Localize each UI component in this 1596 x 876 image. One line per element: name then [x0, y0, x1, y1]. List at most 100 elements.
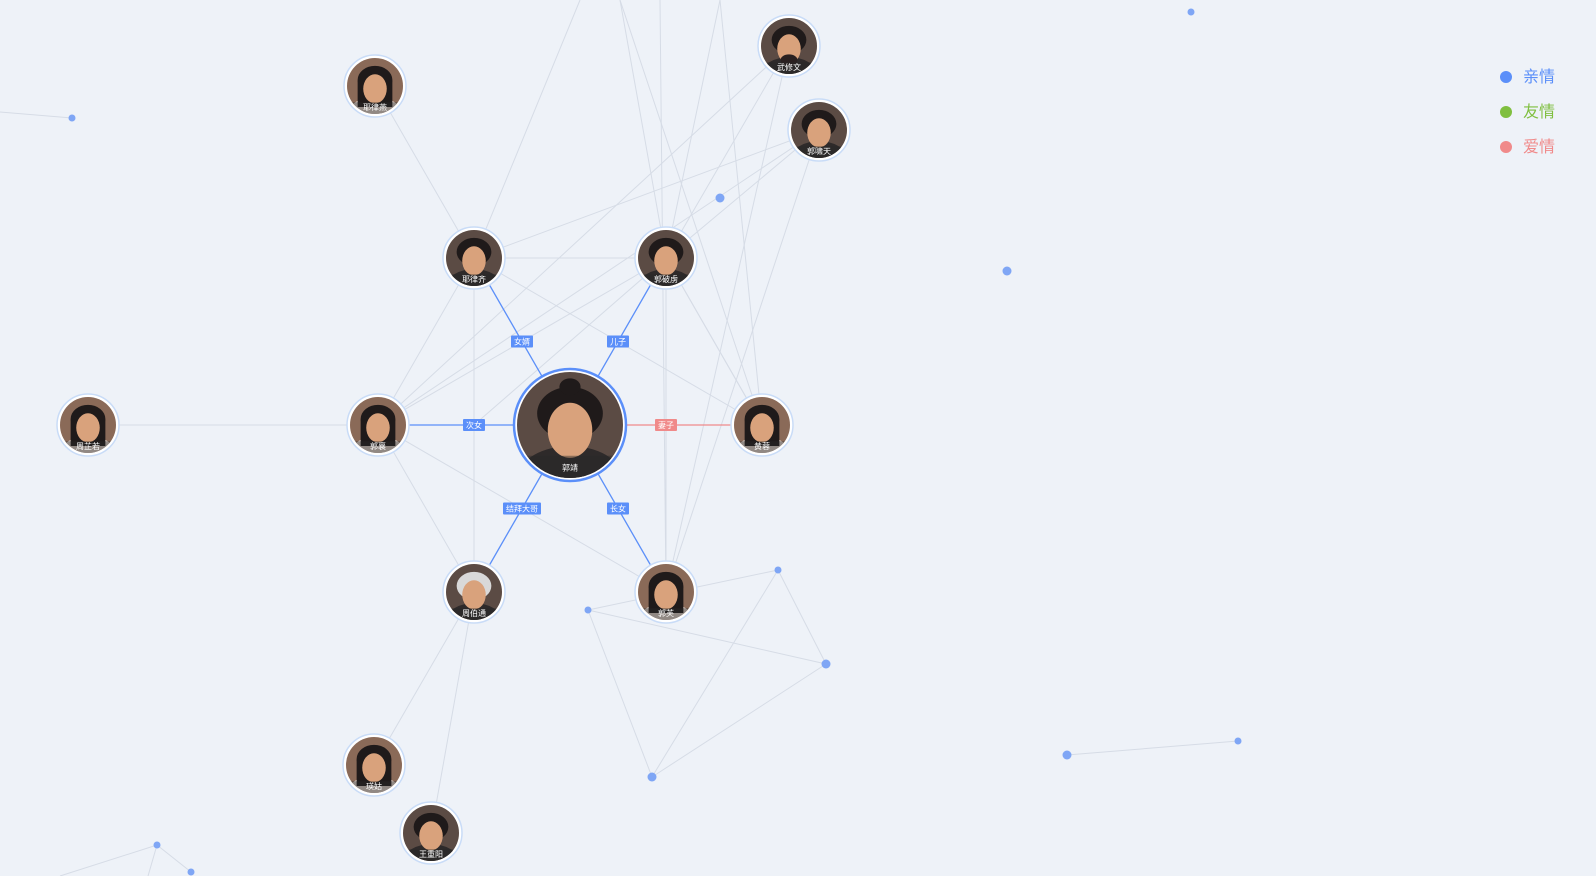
avatar-man-icon: [403, 805, 459, 861]
avatar-woman-icon: [60, 397, 116, 453]
background-edge-17: [665, 0, 721, 259]
legend-dot-kinship: [1500, 71, 1512, 83]
avatar-young-woman-icon: [350, 397, 406, 453]
relation-label-5: 长女: [607, 502, 629, 515]
background-edge-21: [665, 129, 820, 593]
person-node-wuxiuwen[interactable]: 武修文: [757, 14, 821, 88]
svg-text:女婿: 女婿: [514, 337, 530, 347]
person-name-guoxiaotian: 郭啸天: [807, 146, 831, 156]
minor-node-3[interactable]: [1002, 266, 1012, 276]
person-name-guoxiang2: 郭襄: [370, 441, 386, 451]
background-edge-14: [377, 45, 790, 426]
person-node-zhoubotong[interactable]: 周伯通: [442, 560, 506, 634]
avatar-woman-icon: [347, 58, 403, 114]
relation-label-0: 女婿: [511, 335, 533, 348]
svg-text:长女: 长女: [610, 504, 626, 514]
legend-dot-love: [1500, 141, 1512, 153]
background-edge-0: [0, 111, 73, 119]
background-edge-8: [587, 609, 653, 778]
person-node-yinggu[interactable]: 瑛姑: [342, 733, 406, 807]
avatar-young-man-icon: [446, 230, 502, 286]
minor-node-4[interactable]: [774, 566, 782, 574]
person-node-yelyan[interactable]: 耶律燕: [343, 54, 407, 128]
background-edge-31: [377, 424, 475, 593]
relation-label-3: 妻子: [655, 419, 677, 431]
minor-node-11[interactable]: [187, 868, 195, 876]
minor-node-0[interactable]: [68, 114, 76, 122]
minor-node-6[interactable]: [584, 606, 592, 614]
relation-label-2: 次女: [463, 419, 485, 431]
background-edge-37: [619, 0, 763, 426]
background-edge-15: [665, 45, 790, 259]
person-name-zhoubotong: 周伯通: [462, 608, 486, 618]
person-name-wuxiuwen: 武修文: [777, 62, 801, 72]
svg-text:次女: 次女: [466, 420, 482, 430]
person-node-yeluqi[interactable]: 耶律齐: [442, 226, 506, 300]
background-edge-2: [156, 844, 192, 873]
person-name-yinggu: 瑛姑: [366, 781, 382, 791]
background-edge-18: [719, 0, 763, 426]
background-edge-24: [377, 257, 475, 426]
background-edge-10: [651, 569, 779, 778]
minor-node-1[interactable]: [1187, 8, 1195, 16]
background-edge-35: [430, 591, 475, 834]
relation-label-4: 结拜大哥: [503, 502, 541, 515]
background-edge-4: [147, 844, 158, 876]
person-name-yelyan: 耶律燕: [363, 102, 387, 112]
background-edge-30: [473, 257, 667, 426]
legend: 亲情 友情 爱情: [1500, 66, 1555, 158]
background-edge-38: [659, 0, 667, 593]
background-edge-3: [59, 844, 158, 876]
person-name-guoxiang: 郭靖: [562, 463, 578, 473]
person-node-guoxiang2[interactable]: 郭襄: [346, 393, 410, 467]
legend-item-kinship[interactable]: 亲情: [1500, 66, 1555, 88]
minor-node-10[interactable]: [153, 841, 161, 849]
background-edge-20: [665, 129, 820, 259]
svg-text:儿子: 儿子: [610, 338, 626, 347]
minor-node-8[interactable]: [1062, 750, 1072, 760]
person-node-zhouzhiruo[interactable]: 周芷若: [56, 393, 120, 467]
person-name-wangchongyang: 王重阳: [419, 849, 443, 859]
background-edge-7: [651, 663, 827, 778]
svg-text:妻子: 妻子: [658, 420, 674, 430]
avatar-woman-illustration-icon: [734, 397, 790, 453]
legend-item-love[interactable]: 爱情: [1500, 136, 1555, 158]
background-edge-6: [777, 569, 827, 665]
avatar-woman-illustration-icon: [638, 564, 694, 620]
avatar-old-man-white-hair-icon: [446, 564, 502, 620]
person-node-wangchongyang[interactable]: 王重阳: [399, 801, 463, 875]
background-edge-34: [373, 591, 475, 766]
background-edge-19: [377, 129, 820, 426]
svg-text:结拜大哥: 结拜大哥: [506, 504, 538, 514]
legend-item-friendship[interactable]: 友情: [1500, 101, 1555, 123]
background-edge-12: [473, 0, 581, 259]
legend-label-friendship: 友情: [1523, 102, 1556, 121]
minor-node-9[interactable]: [1234, 737, 1242, 745]
person-node-guofu[interactable]: 郭芙: [634, 560, 698, 634]
person-node-guoxiaotian[interactable]: 郭啸天: [787, 98, 851, 172]
minor-node-2[interactable]: [715, 193, 725, 203]
person-name-guofu: 郭芙: [658, 608, 674, 618]
avatar-man-beard-icon: [761, 18, 817, 74]
minor-node-5[interactable]: [821, 659, 831, 669]
avatar-man-icon: [638, 230, 694, 286]
background-edge-22: [473, 129, 820, 259]
legend-label-kinship: 亲情: [1523, 67, 1556, 86]
background-edge-16: [665, 45, 790, 593]
avatar-young-man-topknot-icon: [517, 372, 623, 478]
person-name-huangrong: 黄蓉: [754, 441, 770, 451]
person-node-guopolu[interactable]: 郭破虏: [634, 226, 698, 300]
person-name-guopolu: 郭破虏: [654, 274, 678, 284]
background-edge-13: [619, 0, 667, 259]
background-edge-36: [665, 257, 763, 426]
person-node-guoxiang[interactable]: 郭靖: [512, 367, 628, 505]
person-node-huangrong[interactable]: 黄蓉: [730, 393, 794, 467]
background-edge-1: [1066, 740, 1239, 756]
legend-label-love: 爱情: [1523, 137, 1556, 156]
background-edge-9: [587, 609, 827, 665]
avatar-woman-icon: [346, 737, 402, 793]
minor-node-7[interactable]: [647, 772, 657, 782]
relation-label-1: 儿子: [607, 335, 629, 348]
background-edge-11: [374, 85, 475, 259]
